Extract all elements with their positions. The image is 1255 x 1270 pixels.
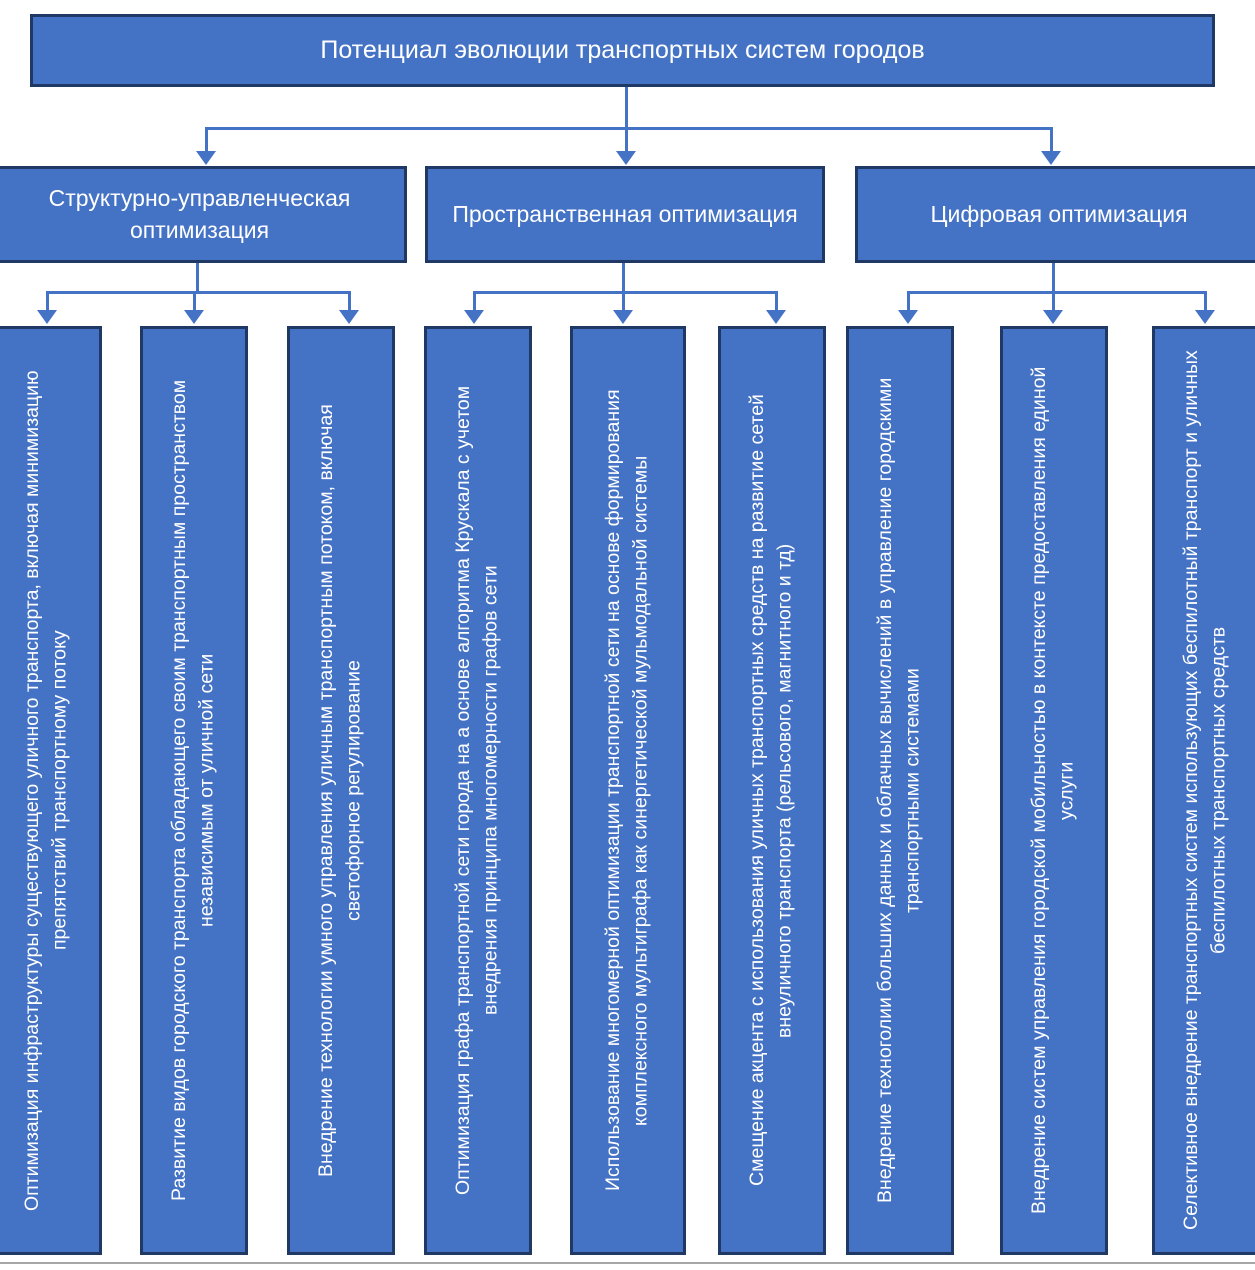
- arrowhead-root-to-cat-2: [1041, 151, 1061, 165]
- leaf-node-label: Селективное внедрение транспортных систе…: [1180, 350, 1230, 1231]
- connector-cat-1-to-leaf-5: [775, 291, 778, 311]
- connector-root-to-cat-2: [1050, 127, 1053, 152]
- connector-cat-2-stem: [1052, 263, 1055, 293]
- arrowhead-cat-0-to-leaf-2: [339, 310, 359, 324]
- leaf-node-label: Оптимизация инфраструктуры существующего…: [21, 370, 71, 1211]
- arrowhead-cat-0-to-leaf-0: [37, 310, 57, 324]
- leaf-node-label: Внедрение технологии умного управления у…: [315, 404, 365, 1177]
- category-node-label: Пространственная оптимизация: [452, 200, 798, 227]
- category-node-label: Структурно-управленческая оптимизация: [48, 184, 351, 243]
- arrowhead-root-to-cat-0: [196, 151, 216, 165]
- connector-cat-1-bus: [473, 291, 778, 294]
- arrowhead-root-to-cat-1: [616, 151, 636, 165]
- arrowhead-cat-2-to-leaf-8: [1195, 310, 1215, 324]
- arrowhead-cat-2-to-leaf-7: [1043, 310, 1063, 324]
- arrowhead-cat-1-to-leaf-4: [613, 310, 633, 324]
- leaf-node-3[interactable]: Оптимизация графа транспортной сети горо…: [424, 326, 532, 1255]
- leaf-node-0[interactable]: Оптимизация инфраструктуры существующего…: [0, 326, 102, 1255]
- arrowhead-cat-1-to-leaf-3: [464, 310, 484, 324]
- category-node-digital[interactable]: Цифровая оптимизация: [855, 166, 1255, 263]
- root-node-label: Потенциал эволюции транспортных систем г…: [320, 36, 925, 65]
- connector-cat-0-stem: [196, 263, 199, 293]
- connector-root-stem: [625, 87, 628, 129]
- connector-cat-2-bus: [907, 291, 1207, 294]
- leaf-node-2[interactable]: Внедрение технологии умного управления у…: [287, 326, 395, 1255]
- connector-root-bus: [205, 127, 1053, 130]
- leaf-node-1[interactable]: Развитие видов городского транспорта обл…: [140, 326, 248, 1255]
- connector-root-to-cat-0: [205, 127, 208, 152]
- connector-cat-1-stem: [622, 263, 625, 293]
- connector-cat-0-to-leaf-2: [348, 291, 351, 311]
- category-node-label: Цифровая оптимизация: [930, 200, 1188, 227]
- bottom-divider: [0, 1262, 1255, 1264]
- leaf-node-label: Развитие видов городского транспорта обл…: [168, 379, 218, 1202]
- arrowhead-cat-0-to-leaf-1: [184, 310, 204, 324]
- arrowhead-cat-1-to-leaf-5: [766, 310, 786, 324]
- leaf-node-label: Внедрение техноголии больших данных и об…: [874, 377, 924, 1204]
- connector-cat-2-to-leaf-8: [1204, 291, 1207, 311]
- connector-cat-2-to-leaf-7: [1052, 291, 1055, 311]
- leaf-node-8[interactable]: Селективное внедрение транспортных систе…: [1152, 326, 1255, 1255]
- leaf-node-5[interactable]: Смещение акцента с использования уличных…: [718, 326, 826, 1255]
- arrowhead-cat-2-to-leaf-6: [898, 310, 918, 324]
- connector-cat-1-to-leaf-4: [622, 291, 625, 311]
- leaf-node-label: Внедрение систем управления городской мо…: [1028, 366, 1078, 1215]
- root-node[interactable]: Потенциал эволюции транспортных систем г…: [30, 14, 1215, 87]
- connector-cat-0-to-leaf-0: [46, 291, 49, 311]
- leaf-node-label: Использование многомерной оптимизации тр…: [602, 389, 652, 1192]
- connector-root-to-cat-1: [625, 127, 628, 152]
- connector-cat-0-to-leaf-1: [193, 291, 196, 311]
- leaf-node-label: Оптимизация графа транспортной сети горо…: [452, 385, 502, 1196]
- leaf-node-6[interactable]: Внедрение техноголии больших данных и об…: [846, 326, 954, 1255]
- category-node-spatial[interactable]: Пространственная оптимизация: [425, 166, 825, 263]
- connector-cat-0-bus: [46, 291, 351, 294]
- connector-cat-1-to-leaf-3: [473, 291, 476, 311]
- category-node-structural-management[interactable]: Структурно-управленческая оптимизация: [0, 166, 407, 263]
- leaf-node-7[interactable]: Внедрение систем управления городской мо…: [1000, 326, 1108, 1255]
- leaf-node-4[interactable]: Использование многомерной оптимизации тр…: [570, 326, 686, 1255]
- leaf-node-label: Смещение акцента с использования уличных…: [746, 394, 796, 1187]
- connector-cat-2-to-leaf-6: [907, 291, 910, 311]
